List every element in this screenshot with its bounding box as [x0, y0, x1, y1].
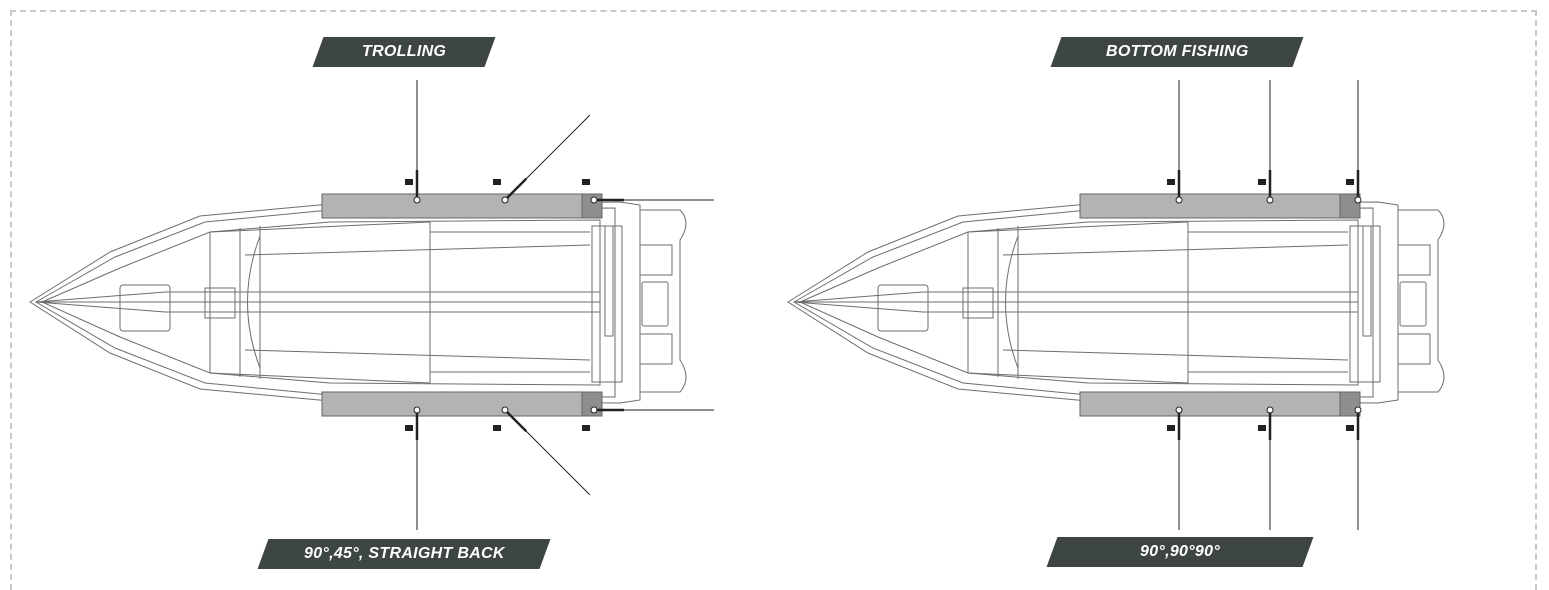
engine-pod — [640, 209, 687, 393]
transom-seat — [1362, 225, 1372, 337]
rod — [405, 80, 421, 204]
transom-seat — [604, 225, 614, 337]
chine-lines — [793, 291, 1358, 313]
reel-icon — [1258, 425, 1266, 431]
rod-mount — [501, 406, 509, 414]
rod — [1167, 80, 1183, 204]
rod — [493, 406, 591, 496]
rod-butt — [504, 409, 528, 433]
chine-lines — [35, 291, 600, 313]
reel-icon — [582, 425, 590, 431]
rod — [582, 179, 714, 204]
reel-icon — [405, 179, 413, 185]
rod — [1258, 80, 1274, 204]
hull-gunwale — [34, 207, 616, 398]
seat — [204, 287, 236, 319]
windscreen — [1005, 235, 1019, 369]
deck-lines — [244, 231, 591, 373]
seat — [962, 287, 994, 319]
transom — [1349, 225, 1381, 383]
rod-mount — [590, 196, 598, 204]
rod — [1167, 406, 1183, 530]
rod-mount — [1175, 406, 1183, 414]
engine — [641, 281, 669, 327]
rod-mount — [1266, 196, 1274, 204]
rod-mount — [501, 196, 509, 204]
trolling-boat — [29, 80, 714, 530]
dashed-frame — [10, 10, 1537, 590]
bottom-rail — [321, 391, 603, 417]
rod — [1258, 406, 1274, 530]
reel-icon — [1258, 179, 1266, 185]
rod-mount — [1266, 406, 1274, 414]
hull — [787, 80, 1445, 530]
hatch — [877, 284, 929, 332]
transom — [591, 225, 623, 383]
cabin — [209, 221, 431, 384]
reel-icon — [1167, 179, 1175, 185]
hatch — [119, 284, 171, 332]
windscreen — [247, 235, 261, 369]
reel-icon — [493, 179, 501, 185]
reel-icon — [493, 425, 501, 431]
rod-mount — [1175, 196, 1183, 204]
rod — [405, 406, 421, 530]
reel-icon — [582, 179, 590, 185]
reel-icon — [405, 425, 413, 431]
engine-brackets — [640, 244, 673, 365]
hull — [29, 80, 714, 530]
reel-icon — [1167, 425, 1175, 431]
top-rail — [321, 193, 603, 219]
rod-butt — [504, 177, 528, 201]
engine — [1399, 281, 1427, 327]
reel-icon — [1346, 179, 1354, 185]
deck-lines — [1002, 231, 1349, 373]
bottom-rail — [1079, 391, 1361, 417]
rod-mount — [1354, 406, 1362, 414]
engine-pod — [1398, 209, 1445, 393]
boat-diagrams — [29, 80, 1445, 530]
bottom-fishing-boat — [787, 80, 1445, 530]
rod — [582, 406, 714, 431]
rod-mount — [413, 196, 421, 204]
top-rail — [1079, 193, 1361, 219]
rod — [493, 114, 591, 204]
cabin-frame — [239, 226, 261, 379]
rod-mount — [590, 406, 598, 414]
hull-outline — [29, 201, 641, 404]
rod — [1346, 80, 1362, 204]
rod-mount — [1354, 196, 1362, 204]
engine-brackets — [1398, 244, 1431, 365]
cabin-frame — [997, 226, 1019, 379]
reel-icon — [1346, 425, 1354, 431]
rod — [1346, 406, 1362, 530]
hull-gunwale — [792, 207, 1374, 398]
cabin — [967, 221, 1189, 384]
rod-mount — [413, 406, 421, 414]
hull-outline — [787, 201, 1399, 404]
